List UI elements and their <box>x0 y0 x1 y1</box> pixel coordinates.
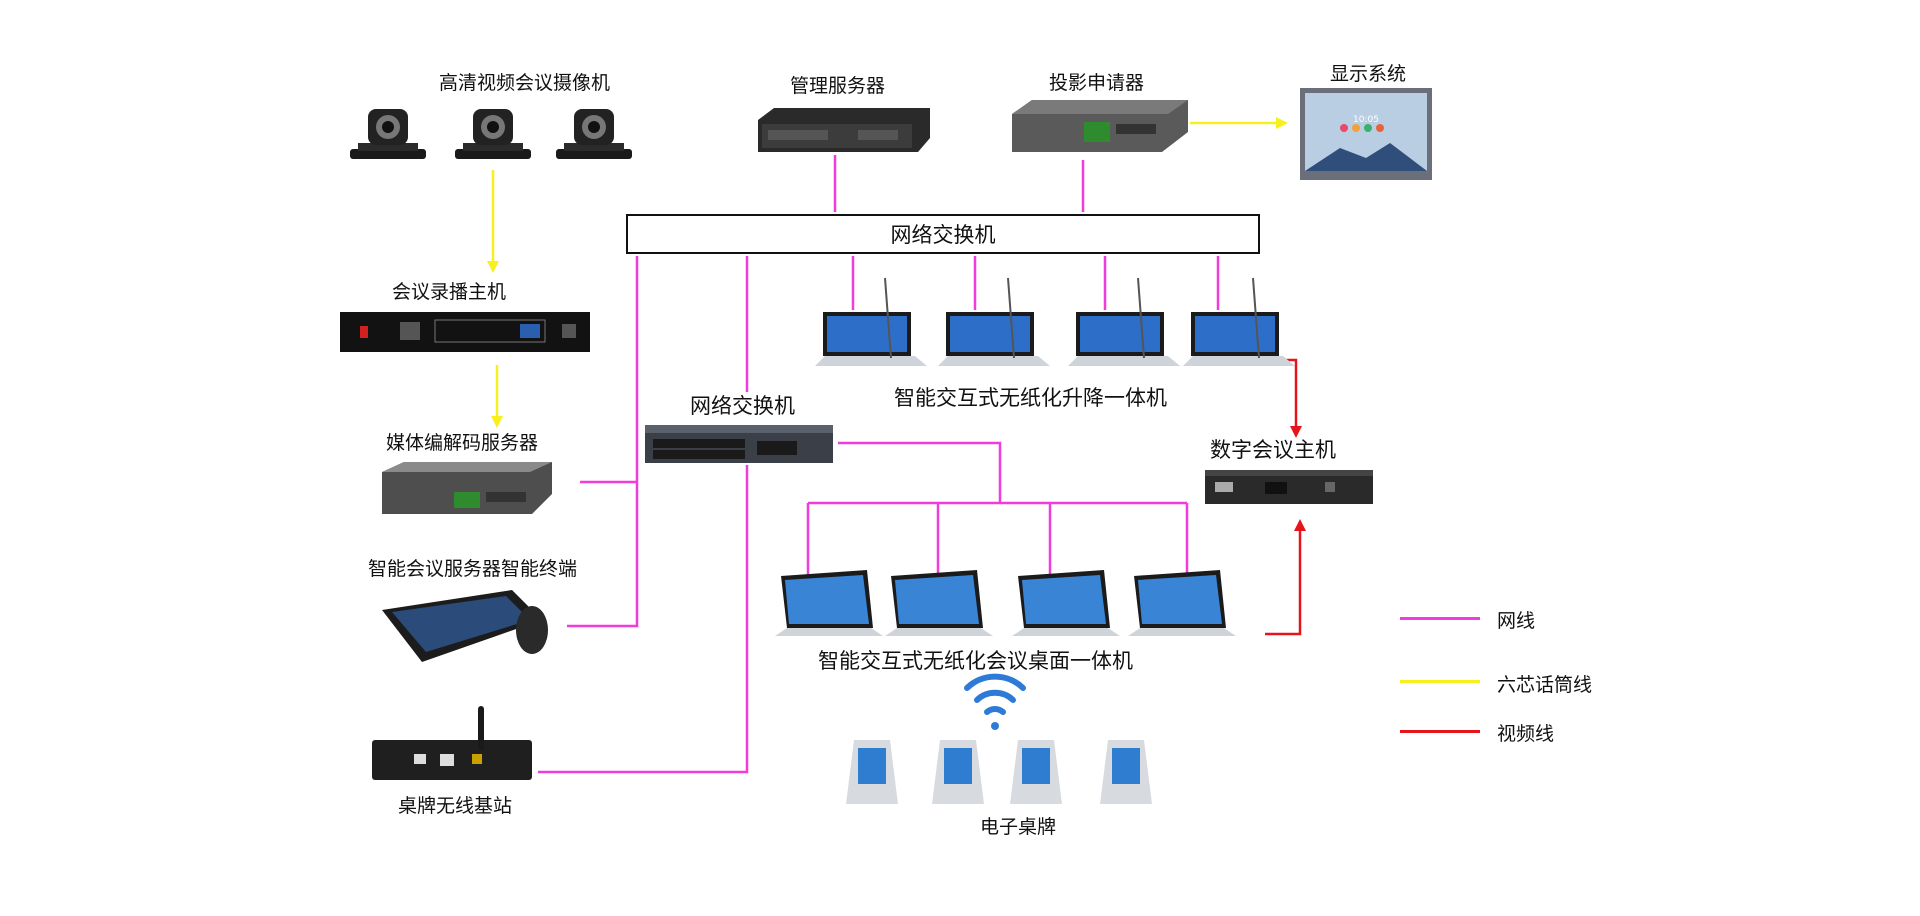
sub-network-switch <box>645 425 833 463</box>
recorder-label: 会议录播主机 <box>392 281 507 303</box>
smart-terminal-label: 智能会议服务器智能终端 <box>368 558 578 580</box>
legend-swatch-network <box>1400 617 1480 620</box>
display-clock: 10:05 <box>1353 115 1379 125</box>
network-cables <box>538 155 1220 774</box>
desk-paperless-unit <box>1128 570 1236 636</box>
conference-camera <box>350 109 426 159</box>
desk-paperless-unit <box>1012 570 1120 636</box>
e-nameplates-label: 电子桌牌 <box>980 816 1057 838</box>
management-server <box>758 108 930 152</box>
legend-swatch-video <box>1400 730 1480 733</box>
projection-requester <box>1012 100 1188 152</box>
conference-camera <box>556 109 632 159</box>
legend-swatch-mic <box>1400 680 1480 683</box>
legend-label-network: 网线 <box>1497 610 1536 632</box>
wireless-base-station <box>372 706 532 780</box>
lift-paperless-unit <box>815 277 927 366</box>
e-nameplate <box>1100 740 1152 804</box>
mic-cables <box>487 117 1288 428</box>
desk-units-label: 智能交互式无纸化会议桌面一体机 <box>818 649 1133 673</box>
main-switch-label: 网络交换机 <box>890 223 996 247</box>
main-network-switch: 网络交换机 <box>626 214 1260 254</box>
display-screen <box>1300 88 1432 180</box>
e-nameplate <box>1010 740 1062 804</box>
legend-label-video: 视频线 <box>1497 723 1555 745</box>
projector-requester-label: 投影申请器 <box>1049 72 1145 94</box>
conference-camera <box>455 109 531 159</box>
sub-switch-label: 网络交换机 <box>690 394 795 418</box>
lift-paperless-unit <box>1183 277 1295 366</box>
mgmt-server-label: 管理服务器 <box>790 75 886 97</box>
legend-label-mic: 六芯话筒线 <box>1497 674 1593 696</box>
digital-host-label: 数字会议主机 <box>1210 438 1336 462</box>
e-nameplate <box>846 740 898 804</box>
digital-conference-host <box>1205 470 1373 504</box>
lift-paperless-unit <box>938 277 1050 366</box>
smart-terminal <box>382 590 548 662</box>
lift-units-label: 智能交互式无纸化升降一体机 <box>894 386 1167 410</box>
desk-paperless-unit <box>775 570 883 636</box>
e-nameplate <box>932 740 984 804</box>
codec-server <box>382 462 552 514</box>
wifi-dot <box>991 722 999 730</box>
codec-server-label: 媒体编解码服务器 <box>386 432 539 454</box>
recording-host <box>340 312 590 352</box>
wifi-icon <box>964 673 1026 715</box>
display-system-label: 显示系统 <box>1330 63 1407 85</box>
desk-paperless-unit <box>885 570 993 636</box>
wireless-base-label: 桌牌无线基站 <box>398 795 513 817</box>
cameras-label: 高清视频会议摄像机 <box>439 72 611 94</box>
lift-paperless-unit <box>1068 277 1180 366</box>
